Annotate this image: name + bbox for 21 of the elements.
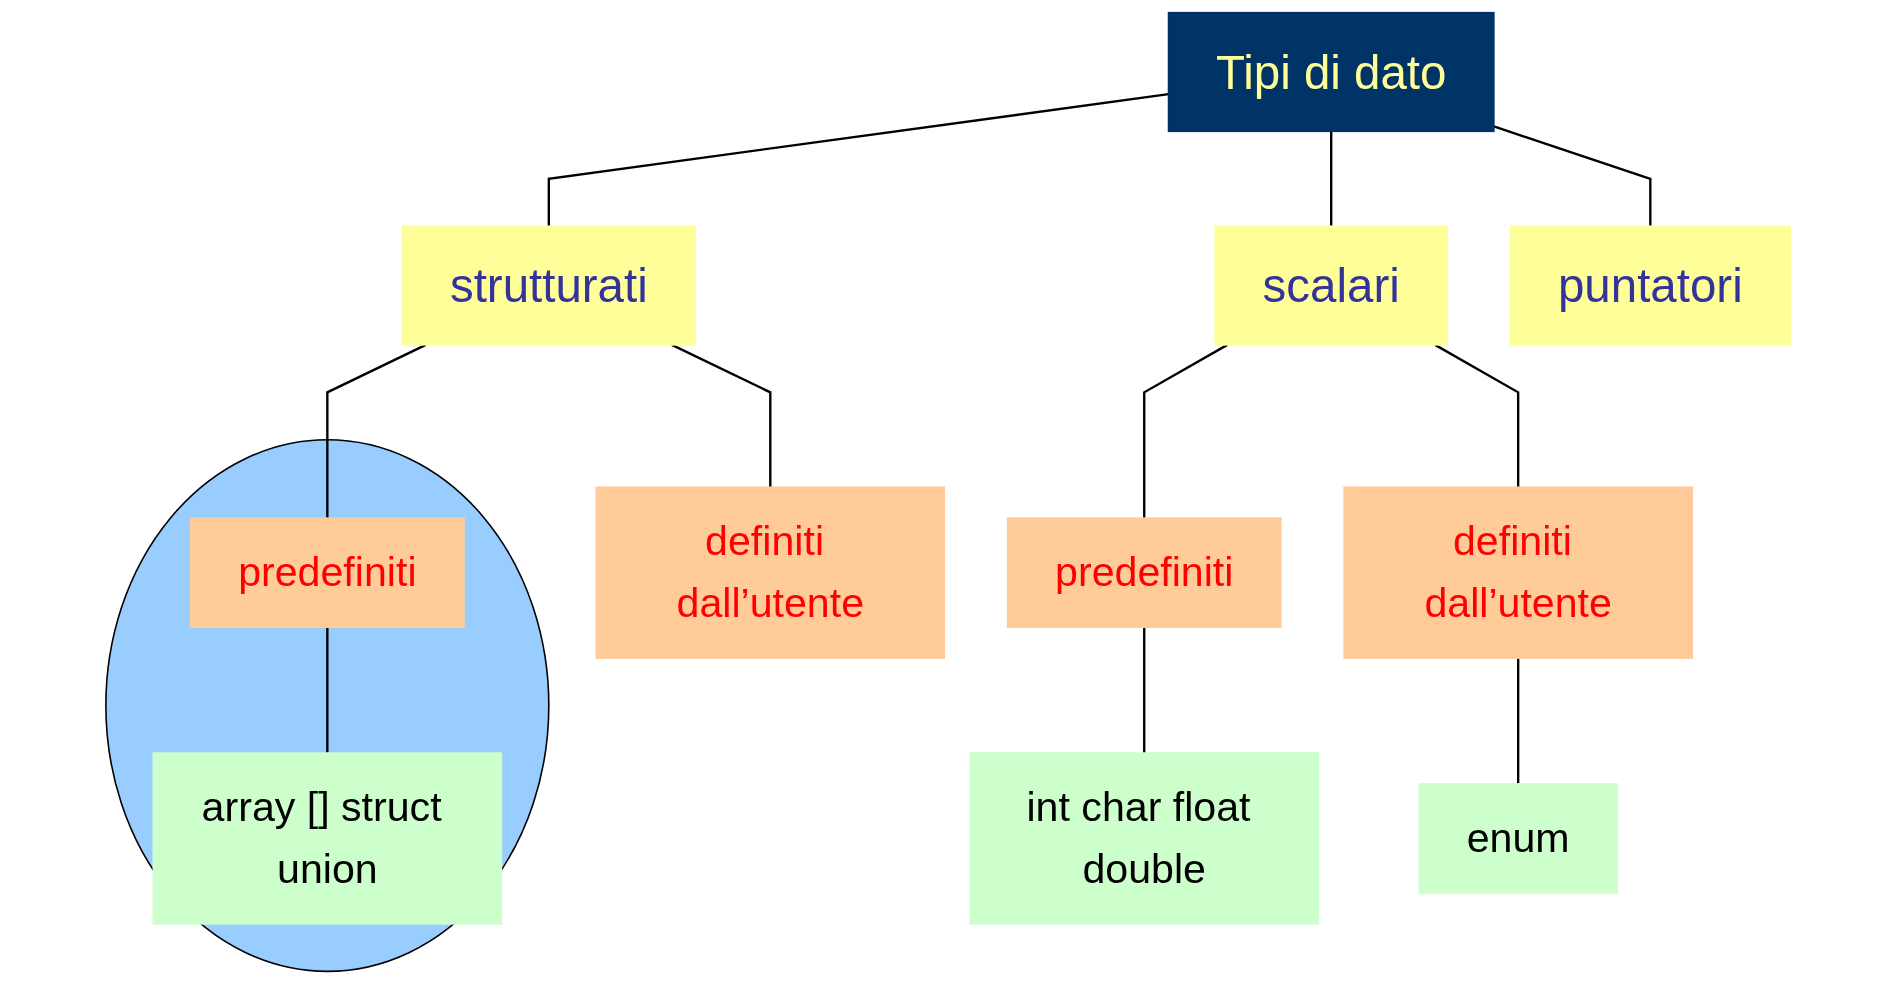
connector <box>1434 343 1520 488</box>
connector <box>1143 343 1228 519</box>
node-box: definiti dall’utente <box>1343 486 1693 659</box>
connector <box>326 627 329 754</box>
connector <box>326 343 427 519</box>
connector <box>1516 658 1520 784</box>
node-box: array [] struct union <box>152 752 503 925</box>
node-box: int char float double <box>969 752 1320 925</box>
node-box: enum <box>1418 783 1618 894</box>
node-box: predefiniti <box>189 517 465 629</box>
node-box: definiti dall’utente <box>595 486 946 659</box>
node-box: predefiniti <box>1006 517 1282 629</box>
connector <box>1493 125 1652 227</box>
node-box: strutturati <box>401 225 696 346</box>
node-box: puntatori <box>1509 225 1791 346</box>
connector <box>1143 627 1146 754</box>
connector <box>547 93 1169 227</box>
node-box: scalari <box>1214 225 1449 346</box>
node-box: Tipi di dato <box>1167 11 1495 133</box>
connector <box>671 343 772 488</box>
connector <box>1330 131 1333 227</box>
